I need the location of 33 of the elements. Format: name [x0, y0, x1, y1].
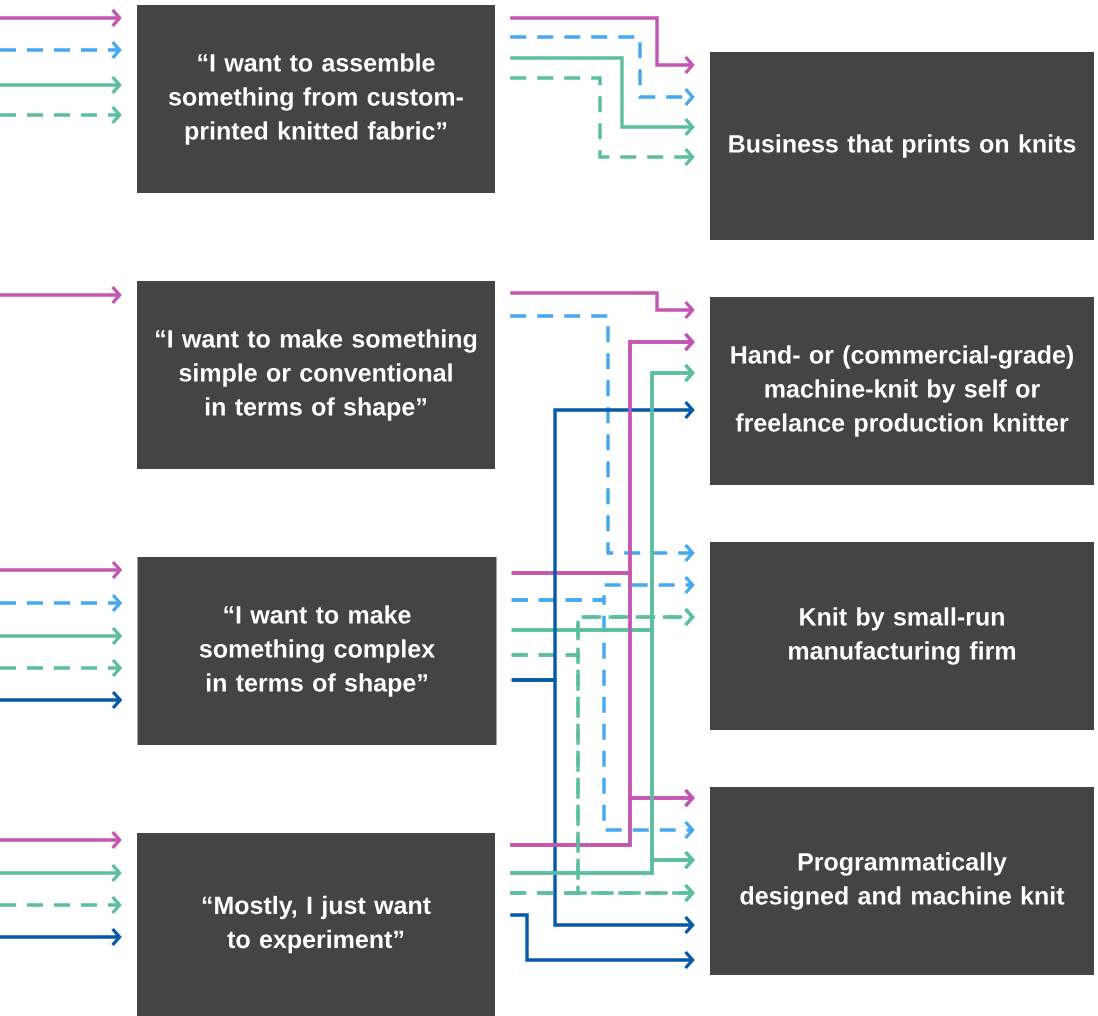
arrow [510, 76, 695, 167]
arrow [0, 8, 122, 28]
arrow [0, 830, 122, 850]
text-box: Programmatically designed and machine knit [710, 787, 1094, 975]
arrow [0, 75, 122, 95]
arrow [0, 285, 122, 305]
arrow [510, 913, 695, 970]
arrow [510, 291, 695, 320]
arrow [510, 56, 695, 137]
arrow [0, 105, 122, 125]
arrow [510, 35, 695, 107]
text-box: Hand- or (commercial-grade) machine-knit by self or freelance production knitter [710, 297, 1094, 485]
text-box: “I want to make something complex in terms of shape” [137, 557, 497, 745]
text-box: “I want to assemble something from custom-printed knitted fabric” [137, 5, 495, 193]
arrow [511, 598, 695, 840]
arrow [510, 850, 695, 875]
arrow [0, 863, 122, 883]
arrow [0, 658, 123, 678]
text-box: Knit by small-run manufacturing firm [710, 542, 1094, 730]
arrow [0, 626, 123, 646]
arrow [510, 883, 695, 903]
arrow [510, 16, 695, 75]
arrow [0, 927, 122, 947]
text-box: “Mostly, I just want to experiment” [137, 833, 495, 1016]
text-box: “I want to make something simple or conventional in terms of shape” [137, 281, 495, 469]
arrow [0, 593, 123, 613]
arrow [0, 40, 122, 60]
arrow [0, 895, 122, 915]
arrow [0, 560, 123, 580]
arrow [511, 678, 695, 935]
arrow [510, 788, 695, 847]
text-box: Business that prints on knits [710, 52, 1094, 240]
arrow [0, 690, 123, 710]
